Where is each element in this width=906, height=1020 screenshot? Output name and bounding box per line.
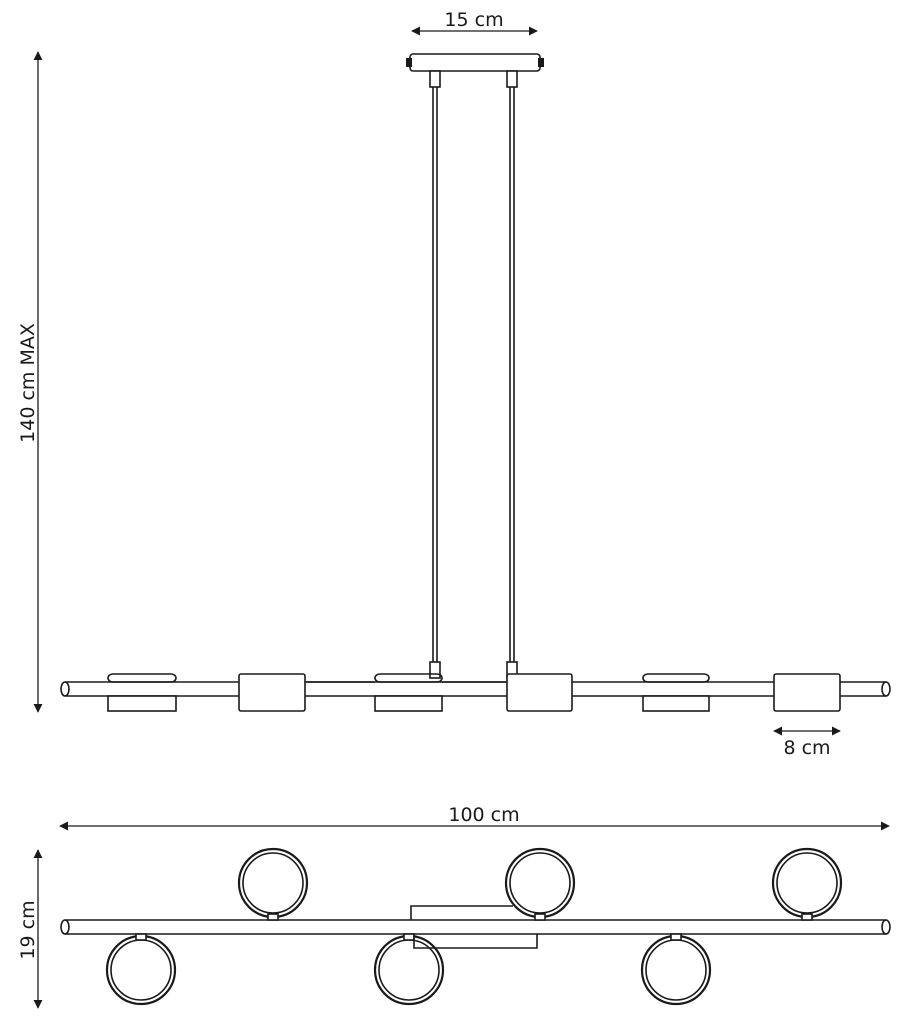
shade-side-1 — [107, 673, 177, 712]
shade-side-6 — [773, 673, 841, 712]
top-view-bar — [60, 919, 891, 935]
shade-side-4 — [506, 673, 573, 712]
globe-top-2 — [504, 847, 576, 921]
shade-side-5 — [642, 673, 710, 712]
shade-side-3 — [374, 673, 443, 712]
total-depth-label: 19 cm — [17, 900, 39, 959]
shade-width-label: 8 cm — [783, 737, 830, 759]
suspension-cables — [429, 87, 518, 679]
globe-bottom-2 — [373, 933, 445, 1006]
center-connector-plate — [410, 905, 538, 949]
horizontal-bar — [60, 681, 891, 697]
dimension-total-depth: 19 cm — [17, 849, 43, 1009]
side-view — [60, 53, 891, 712]
max-height-label: 140 cm MAX — [17, 323, 39, 443]
globe-bottom-1 — [105, 933, 177, 1006]
top-view — [60, 847, 891, 1006]
ceiling-canopy — [406, 53, 544, 88]
dimension-max-height: 140 cm MAX — [17, 51, 43, 713]
dimension-shade-width: 8 cm — [773, 726, 841, 759]
globe-top-1 — [237, 847, 309, 921]
globe-bottom-3 — [640, 933, 712, 1006]
shade-side-2 — [238, 673, 306, 712]
dimension-canopy-width: 15 cm — [411, 9, 538, 36]
total-length-label: 100 cm — [448, 804, 519, 826]
globe-top-3 — [771, 847, 843, 921]
canopy-width-label: 15 cm — [444, 9, 503, 31]
dimension-total-length: 100 cm — [59, 804, 890, 831]
